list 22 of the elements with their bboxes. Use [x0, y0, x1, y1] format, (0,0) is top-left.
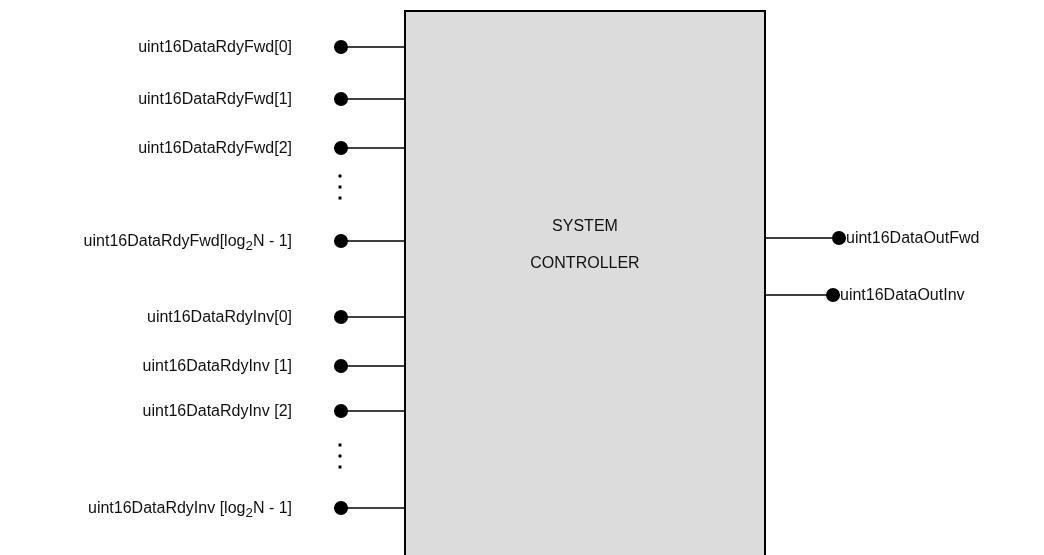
- signal-label: uint16DataRdyFwd[0]: [138, 38, 292, 55]
- signal-label: uint16DataOutInv: [840, 286, 965, 303]
- signal-line: [333, 234, 405, 248]
- signal-line: [333, 404, 405, 418]
- signal-label: uint16DataRdyInv [log$_{2}$N - 1]: [88, 499, 292, 516]
- signal-label: uint16DataRdyFwd[log$_{2}$N - 1]: [83, 232, 292, 249]
- signal-label: uint16DataRdyFwd[1]: [138, 90, 292, 107]
- signal-line: [333, 141, 405, 155]
- signal-label: uint16DataRdyInv [2]: [142, 402, 292, 419]
- signal-line: [765, 288, 841, 302]
- signal-label: uint16DataRdyFwd[2]: [138, 139, 292, 156]
- signal-label: uint16DataRdyInv [1]: [142, 357, 292, 374]
- signal-line: [333, 92, 405, 106]
- signal-label: uint16DataOutFwd: [846, 229, 980, 246]
- signal-line: [333, 310, 405, 324]
- box-label: SYSTEM CONTROLLER: [529, 216, 641, 273]
- signal-line: [333, 40, 405, 54]
- controller-box: [404, 10, 766, 555]
- signal-line: [333, 501, 405, 515]
- signal-label: uint16DataRdyInv[0]: [147, 308, 292, 325]
- signal-line: [765, 231, 847, 245]
- signal-line: [333, 359, 405, 373]
